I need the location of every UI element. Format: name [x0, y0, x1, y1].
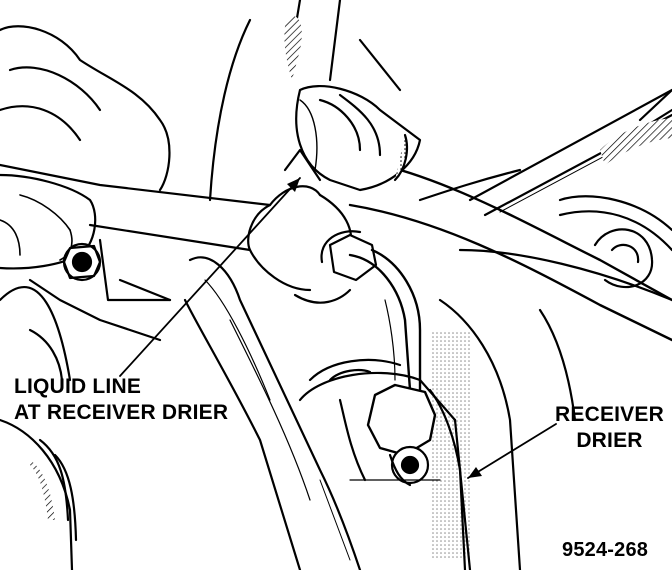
liquid-line-fitting	[320, 230, 437, 487]
bolt-left	[62, 242, 102, 282]
leader-liquid-line	[119, 177, 301, 377]
leader-lines	[119, 177, 557, 479]
label-receiver-1: RECEIVER	[555, 403, 664, 426]
refrigerant-hose	[295, 85, 672, 342]
drier-bracket	[298, 358, 472, 570]
hand	[0, 25, 171, 270]
wrench	[0, 148, 353, 304]
leader-receiver-drier	[467, 423, 557, 479]
lower-hose	[183, 256, 362, 570]
label-liquid-line: LIQUID LINE AT RECEIVER DRIER	[14, 374, 228, 426]
label-liquid-line-1: LIQUID LINE	[14, 375, 142, 398]
label-liquid-line-2: AT RECEIVER DRIER	[14, 401, 229, 424]
receiver-drier	[430, 88, 672, 560]
label-receiver-drier: RECEIVER DRIER	[555, 402, 664, 454]
hatched-details	[30, 16, 672, 520]
arrow-receiver-drier	[468, 467, 482, 478]
label-receiver-2: DRIER	[576, 429, 643, 452]
arrowheads	[287, 178, 482, 478]
figure-number: 9524-268	[562, 539, 649, 561]
arrow-liquid-line	[287, 178, 300, 192]
